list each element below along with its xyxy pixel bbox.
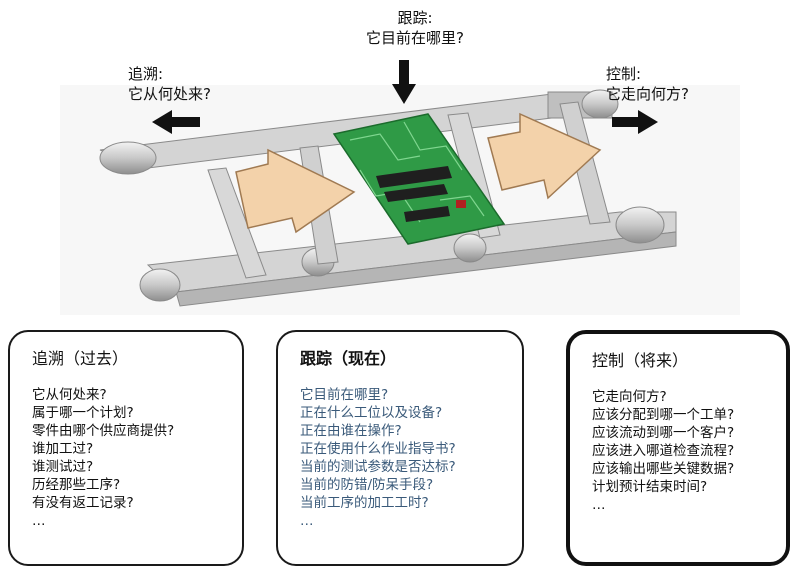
list-item: 它目前在哪里? xyxy=(300,387,389,403)
chip xyxy=(404,206,450,222)
list-item: 属于哪一个计划? xyxy=(32,405,134,421)
track-label-question: 它目前在哪里? xyxy=(366,29,464,47)
list-item: 应该进入哪道检查流程? xyxy=(592,443,735,459)
list-item: 当前工序的加工工时? xyxy=(300,495,429,511)
list-item: 应该分配到哪一个工单? xyxy=(592,407,735,423)
flow-arrow-right xyxy=(487,112,602,200)
chip xyxy=(384,184,448,202)
list-item: … xyxy=(32,513,46,529)
control-label-title: 控制: xyxy=(606,65,642,83)
list-item: 应该流动到哪一个客户? xyxy=(592,425,735,441)
trace-label-title: 追溯: xyxy=(128,65,164,83)
card-title: 追溯（过去） xyxy=(32,349,129,368)
list-item: 正在使用什么作业指导书? xyxy=(300,441,456,457)
trace-label-question: 它从何处来? xyxy=(128,85,211,103)
list-item: 它走向何方? xyxy=(592,389,667,405)
chip xyxy=(376,166,452,188)
control-label: 控制: 它走向何方? xyxy=(606,64,689,104)
control-label-question: 它走向何方? xyxy=(606,85,689,103)
list-item: 谁加工过? xyxy=(32,441,94,457)
card-list: 它从何处来? 属于哪一个计划? 零件由哪个供应商提供? 谁加工过? 谁测试过? … xyxy=(32,386,222,530)
list-item: 正在什么工位以及设备? xyxy=(300,405,443,421)
card-trace-past: 追溯（过去） 它从何处来? 属于哪一个计划? 零件由哪个供应商提供? 谁加工过?… xyxy=(8,330,244,566)
pcb-board xyxy=(332,113,506,245)
list-item: 谁测试过? xyxy=(32,459,94,475)
component xyxy=(456,200,466,208)
track-label-title: 跟踪: xyxy=(397,9,433,27)
card-title: 控制（将来） xyxy=(592,351,689,370)
card-list: 它目前在哪里? 正在什么工位以及设备? 正在由谁在操作? 正在使用什么作业指导书… xyxy=(300,386,502,530)
list-item: 有没有返工记录? xyxy=(32,495,134,511)
track-label: 跟踪: 它目前在哪里? xyxy=(366,8,464,48)
card-list: 它走向何方? 应该分配到哪一个工单? 应该流动到哪一个客户? 应该进入哪道检查流… xyxy=(592,388,766,514)
list-item: 零件由哪个供应商提供? xyxy=(32,423,175,439)
list-item: 应该输出哪些关键数据? xyxy=(592,461,735,477)
list-item: 它从何处来? xyxy=(32,387,107,403)
card-title: 跟踪（现在） xyxy=(300,349,397,368)
arrow-left-icon xyxy=(152,110,200,134)
list-item: 当前的防错/防呆手段? xyxy=(300,477,434,493)
trace-label: 追溯: 它从何处来? xyxy=(128,64,211,104)
list-item: 正在由谁在操作? xyxy=(300,423,402,439)
list-item: … xyxy=(300,513,314,529)
flow-arrow-left xyxy=(235,148,356,234)
card-control-future: 控制（将来） 它走向何方? 应该分配到哪一个工单? 应该流动到哪一个客户? 应该… xyxy=(566,330,790,566)
conveyor-near-rail xyxy=(139,206,677,307)
arrow-down-icon xyxy=(392,60,416,104)
list-item: 当前的测试参数是否达标? xyxy=(300,459,456,475)
card-track-now: 跟踪（现在） 它目前在哪里? 正在什么工位以及设备? 正在由谁在操作? 正在使用… xyxy=(276,330,524,566)
list-item: … xyxy=(592,497,606,513)
list-item: 计划预计结束时间? xyxy=(592,479,708,495)
list-item: 历经那些工序? xyxy=(32,477,121,493)
conveyor-illustration xyxy=(99,60,677,307)
arrow-right-icon xyxy=(612,110,658,134)
